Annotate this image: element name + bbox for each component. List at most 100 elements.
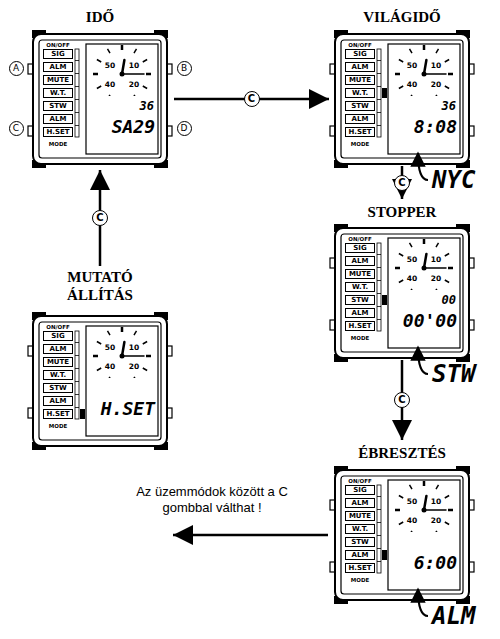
lcd-small-digits: 36 bbox=[442, 100, 456, 112]
mode-bar bbox=[377, 243, 381, 331]
mode-key: SIG bbox=[345, 243, 375, 253]
mode-bar-tick bbox=[75, 407, 79, 408]
dial-tick bbox=[399, 60, 403, 63]
dial-number: 40 bbox=[404, 80, 420, 89]
watch-case bbox=[335, 470, 469, 600]
dial-tick bbox=[97, 368, 101, 371]
mode-indicator bbox=[80, 409, 85, 419]
mode-bar-tick bbox=[377, 535, 381, 536]
mode-indicator bbox=[382, 295, 387, 305]
mode-bar-tick bbox=[75, 368, 79, 369]
mode-title: STOPPER bbox=[332, 203, 472, 221]
mode-bar-tick bbox=[377, 306, 381, 307]
mode-bar-tick bbox=[377, 112, 381, 113]
watch-case bbox=[33, 34, 167, 164]
mode-bar-tick bbox=[377, 496, 381, 497]
mode-key: H.SET bbox=[43, 409, 73, 419]
mode-key: STW bbox=[43, 383, 73, 393]
mode-key: W.T. bbox=[345, 88, 375, 98]
mode-bar-tick bbox=[75, 112, 79, 113]
watch-case bbox=[335, 228, 469, 358]
dial-tick bbox=[93, 73, 98, 76]
mode-bar-tick bbox=[377, 60, 381, 61]
minute-hand bbox=[424, 267, 446, 269]
dial-tick bbox=[143, 60, 147, 63]
mode-key: ALM bbox=[345, 308, 375, 318]
mode-bar-tick bbox=[75, 342, 79, 343]
panel-caption: ON/OFF bbox=[345, 42, 375, 48]
dial-tick bbox=[108, 95, 111, 96]
watch-illustration bbox=[330, 466, 474, 604]
lcd-small-digits: 36 bbox=[140, 100, 154, 112]
dial-tick bbox=[97, 342, 101, 345]
mode-key: STW bbox=[345, 537, 375, 547]
hand-pivot bbox=[120, 72, 125, 77]
dial-tick bbox=[423, 45, 426, 50]
dial-tick bbox=[445, 496, 449, 499]
dial-tick bbox=[423, 239, 426, 244]
dial-tick bbox=[410, 243, 413, 247]
callout-code: ALM bbox=[432, 604, 475, 628]
callout-code: NYC bbox=[432, 168, 475, 192]
hand-pivot bbox=[422, 508, 427, 513]
dial-tick bbox=[134, 95, 137, 96]
minute-hand bbox=[424, 509, 446, 511]
watch-case bbox=[335, 34, 469, 164]
lcd-main-digits: H.SET bbox=[101, 400, 155, 418]
panel-caption: ON/OFF bbox=[43, 324, 73, 330]
button-letter: C bbox=[9, 121, 24, 136]
dial-number: 20 bbox=[126, 80, 142, 89]
watch-mode: VILÁGIDŐ368:08 bbox=[332, 8, 472, 164]
dial-tick bbox=[108, 49, 111, 53]
lcd-window bbox=[86, 326, 158, 436]
mode-key: SIG bbox=[345, 485, 375, 495]
minute-hand bbox=[122, 73, 144, 75]
dial-tick bbox=[108, 377, 111, 378]
callout-leader bbox=[418, 153, 428, 180]
dial-tick bbox=[146, 73, 151, 76]
watch-bezel bbox=[341, 476, 463, 594]
button-label: C bbox=[394, 175, 410, 191]
dial-tick bbox=[410, 289, 413, 290]
mode-bar-tick bbox=[377, 522, 381, 523]
minute-hand bbox=[122, 355, 144, 357]
lcd-small-digits: 00 bbox=[442, 294, 456, 306]
watch-bezel bbox=[39, 40, 161, 158]
mode-bar-tick bbox=[75, 381, 79, 382]
mode-bar-tick bbox=[75, 60, 79, 61]
dial-tick bbox=[97, 60, 101, 63]
dial-tick bbox=[436, 49, 439, 53]
dial-tick bbox=[448, 509, 453, 512]
panel-caption: MODE bbox=[43, 423, 73, 429]
dial-tick bbox=[121, 327, 124, 332]
dial-tick bbox=[399, 280, 403, 283]
dial-tick bbox=[445, 254, 449, 257]
watch-case bbox=[33, 316, 167, 446]
mode-key: MUTE bbox=[345, 511, 375, 521]
panel-caption: MODE bbox=[43, 141, 73, 147]
hand-pivot bbox=[422, 266, 427, 271]
button-label: C bbox=[394, 392, 410, 408]
dial-tick bbox=[436, 531, 439, 532]
watch-mode: IDŐ36SA29 bbox=[30, 8, 170, 164]
mode-key: W.T. bbox=[345, 524, 375, 534]
mode-key: H.SET bbox=[345, 127, 375, 137]
mode-key: MUTE bbox=[43, 357, 73, 367]
dial-tick bbox=[410, 49, 413, 53]
mode-bar-tick bbox=[75, 394, 79, 395]
watch-illustration bbox=[28, 312, 172, 450]
mode-key: SIG bbox=[345, 49, 375, 59]
watch-illustration bbox=[28, 30, 172, 168]
mode-bar-tick bbox=[377, 280, 381, 281]
mode-bar-tick bbox=[377, 319, 381, 320]
mode-key: SIG bbox=[43, 331, 73, 341]
dial-number: 20 bbox=[428, 80, 444, 89]
dial-tick bbox=[134, 331, 137, 335]
hand-pivot bbox=[120, 354, 125, 359]
panel-caption: MODE bbox=[345, 335, 375, 341]
dial-tick bbox=[399, 522, 403, 525]
watch-bezel bbox=[341, 40, 463, 158]
dial-number: 20 bbox=[126, 362, 142, 371]
dial-tick bbox=[399, 254, 403, 257]
dial-number: 20 bbox=[428, 274, 444, 283]
